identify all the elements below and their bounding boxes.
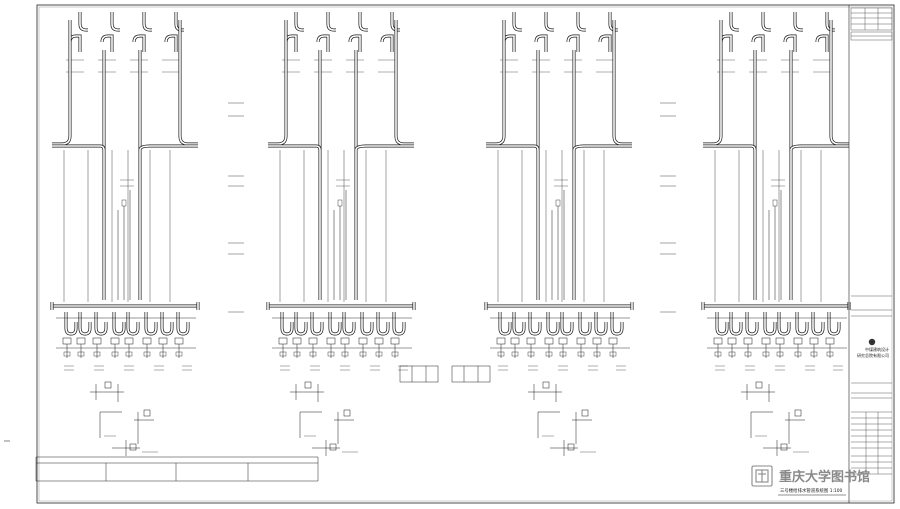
drawing-title: 三号楼给排水管道系统图 1:100: [780, 487, 843, 494]
riser-system-1: [50, 12, 200, 456]
institute-logo-icon: [868, 338, 876, 346]
sheet-border: [36, 4, 895, 504]
sheet-border-inner: [38, 6, 893, 502]
elevation-markers: [228, 102, 676, 313]
watermark-text: 重庆大学图书馆: [779, 469, 870, 485]
riser-system-3: [484, 12, 634, 456]
center-detail: [399, 365, 491, 383]
institute-name-line-1: 中煤建筑设计: [865, 346, 889, 352]
watermark: 重庆大学图书馆: [751, 465, 870, 487]
library-book-icon: [751, 465, 773, 487]
institute-name-line-2: 研究总院有限公司: [857, 352, 889, 358]
riser-system-4: [701, 12, 851, 456]
title-block: 中煤建筑设计 研究总院有限公司: [848, 5, 893, 503]
plumbing-systems: [50, 12, 851, 456]
legend-table: [35, 456, 319, 482]
riser-system-2: [266, 12, 416, 456]
